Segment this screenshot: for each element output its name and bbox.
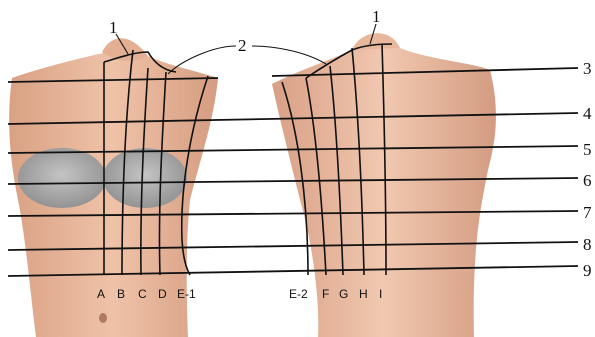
callout-1-back: 1 — [372, 7, 381, 26]
label-i: I — [379, 287, 382, 301]
callout-numbers: 1 1 2 — [109, 7, 381, 55]
line-number-6: 6 — [583, 171, 592, 190]
label-f: F — [322, 287, 329, 301]
bra-cup-right — [103, 148, 187, 208]
line-number-4: 4 — [583, 104, 592, 123]
label-e-2: E-2 — [289, 287, 308, 301]
line-number-3: 3 — [583, 59, 592, 78]
line-number-8: 8 — [583, 235, 592, 254]
navel — [99, 313, 107, 323]
label-d: D — [158, 287, 167, 301]
label-g: G — [339, 287, 348, 301]
label-e-1: E-1 — [177, 287, 196, 301]
line-number-9: 9 — [583, 261, 592, 280]
line-number-7: 7 — [583, 203, 592, 222]
label-h: H — [359, 287, 368, 301]
label-a: A — [97, 287, 105, 301]
callout-1-front: 1 — [109, 18, 118, 37]
line-number-labels: 3 4 5 6 7 8 9 — [583, 59, 592, 280]
label-c: C — [138, 287, 147, 301]
label-b: B — [117, 287, 125, 301]
leader-2-right — [252, 46, 326, 64]
bra-cup-left — [18, 148, 106, 208]
line-number-5: 5 — [583, 140, 592, 159]
callout-2: 2 — [238, 36, 247, 55]
